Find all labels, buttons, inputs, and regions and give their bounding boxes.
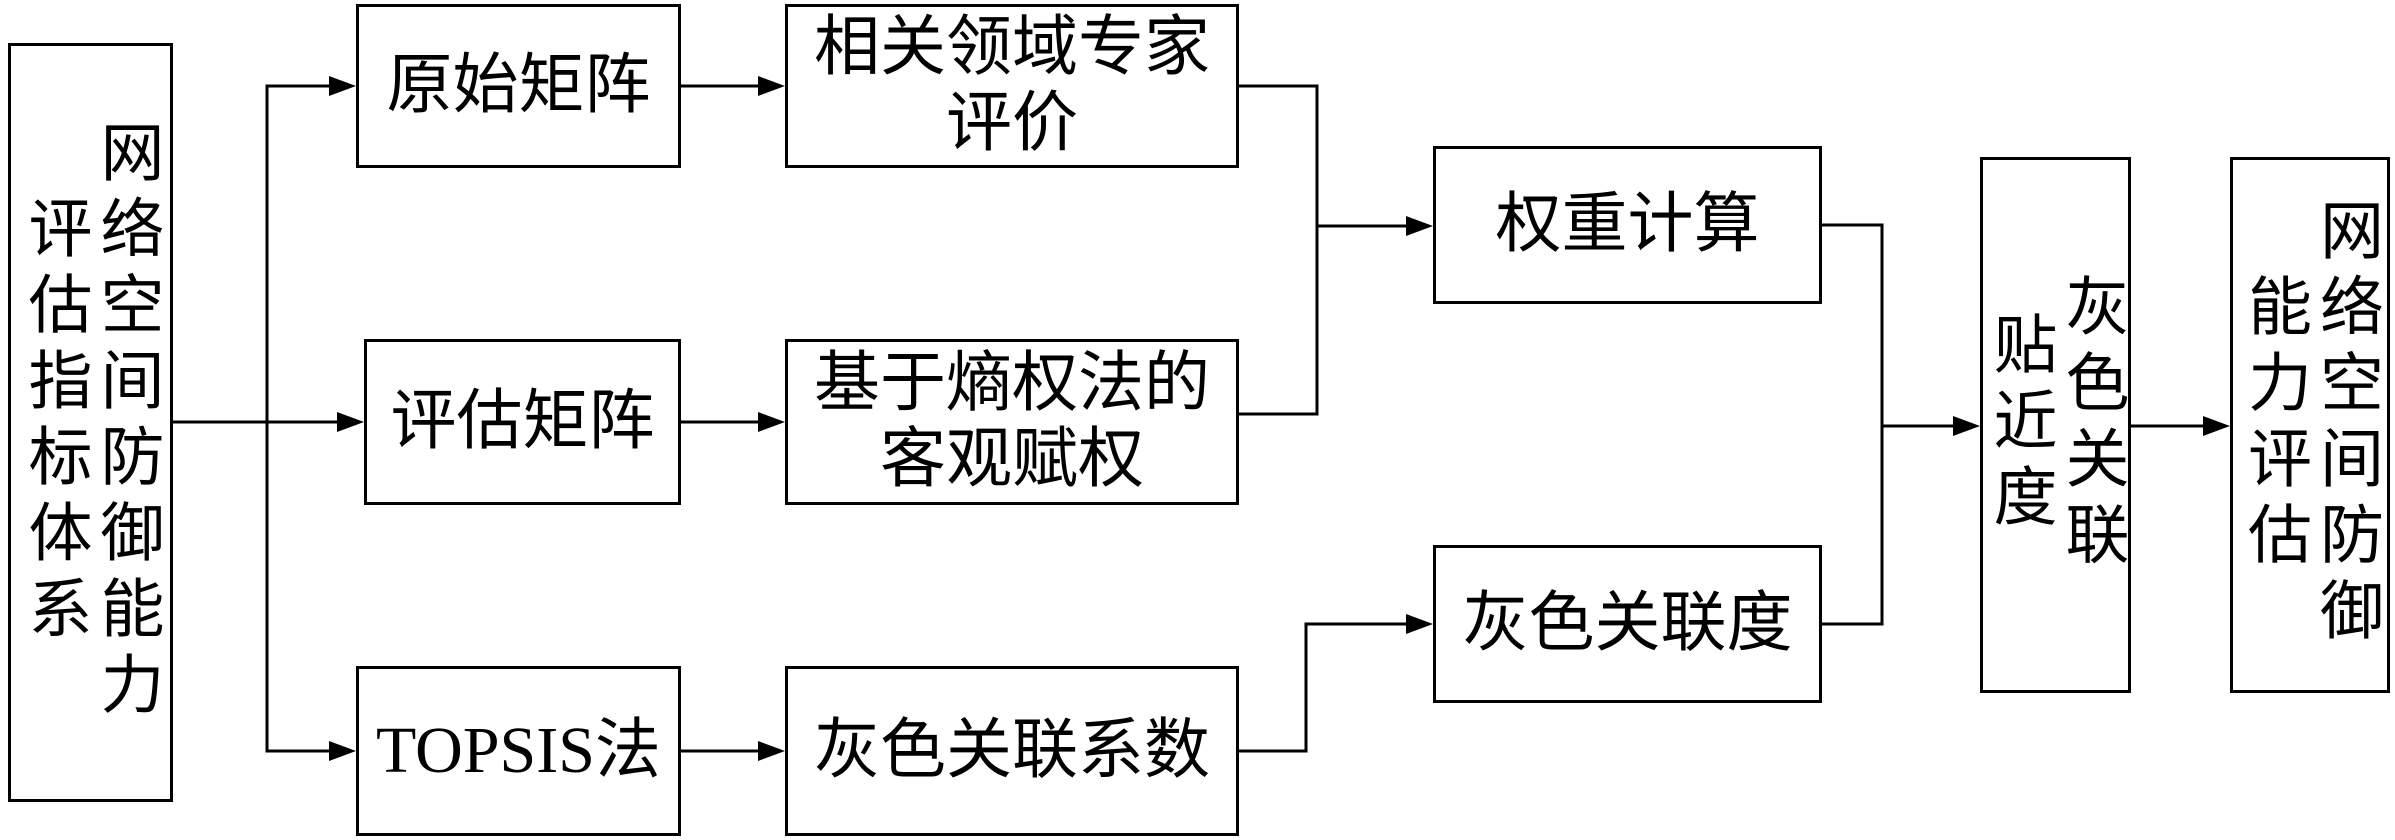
node-raw-matrix: 原始矩阵 xyxy=(356,4,681,168)
node-input-indicator-system: 网络空间防御能力 评估指标体系 xyxy=(8,43,173,802)
node-eval-matrix-label: 评估矩阵 xyxy=(390,385,655,458)
node-grey-coefficient: 灰色关联系数 xyxy=(785,666,1239,836)
node-expert-text: 相关领域专家 评价 xyxy=(814,10,1210,162)
node-topsis-label: TOPSIS法 xyxy=(376,714,661,787)
node-topsis: TOPSIS法 xyxy=(356,666,681,836)
arrowhead-topsis xyxy=(329,741,356,761)
arrowhead-expert xyxy=(758,76,785,96)
arrowhead-raw-matrix xyxy=(329,76,356,96)
node-output-line-2: 能力评估 xyxy=(2239,273,2310,577)
arrowhead-eval-matrix xyxy=(337,412,364,432)
node-weight-calculation-label: 权重计算 xyxy=(1495,188,1760,261)
node-entropy-weight: 基于熵权法的 客观赋权 xyxy=(785,339,1239,505)
node-grey-degree: 灰色关联度 xyxy=(1433,545,1822,703)
node-closeness-line-1: 灰色关联 xyxy=(2056,273,2128,577)
node-input-line-1: 网络空间防御能力 xyxy=(91,118,163,727)
node-expert-line-2: 评价 xyxy=(946,87,1078,160)
node-weight-calculation: 权重计算 xyxy=(1433,146,1822,304)
arrowhead-closeness xyxy=(1953,416,1980,436)
node-expert-line-1: 相关领域专家 xyxy=(814,11,1210,84)
node-entropy-line-2: 客观赋权 xyxy=(880,423,1144,496)
arrowhead-weight-calc xyxy=(1406,216,1433,236)
node-entropy-line-1: 基于熵权法的 xyxy=(814,347,1210,420)
arrowhead-output xyxy=(2203,416,2230,436)
arrowhead-grey-degree xyxy=(1406,614,1433,634)
node-entropy-text: 基于熵权法的 客观赋权 xyxy=(814,346,1210,498)
node-output-line-1: 网络空间防御 xyxy=(2311,197,2382,653)
node-raw-matrix-label: 原始矩阵 xyxy=(386,49,651,122)
node-grey-degree-label: 灰色关联度 xyxy=(1462,587,1793,660)
node-closeness-line-2: 贴近度 xyxy=(1984,311,2056,539)
node-output-defense-evaluation: 网络空间防御 能力评估 xyxy=(2230,157,2390,693)
node-expert-evaluation: 相关领域专家 评价 xyxy=(785,4,1239,168)
node-grey-coefficient-label: 灰色关联系数 xyxy=(814,714,1210,787)
node-output-text: 网络空间防御 能力评估 xyxy=(2238,160,2382,690)
node-eval-matrix: 评估矩阵 xyxy=(364,339,681,505)
node-input-text: 网络空间防御能力 评估指标体系 xyxy=(19,46,163,799)
node-input-line-2: 评估指标体系 xyxy=(19,194,91,651)
arrowhead-greycoef xyxy=(758,741,785,761)
node-grey-closeness: 灰色关联 贴近度 xyxy=(1980,157,2131,693)
node-closeness-text: 灰色关联 贴近度 xyxy=(1984,160,2128,690)
arrowhead-entropy xyxy=(758,412,785,432)
